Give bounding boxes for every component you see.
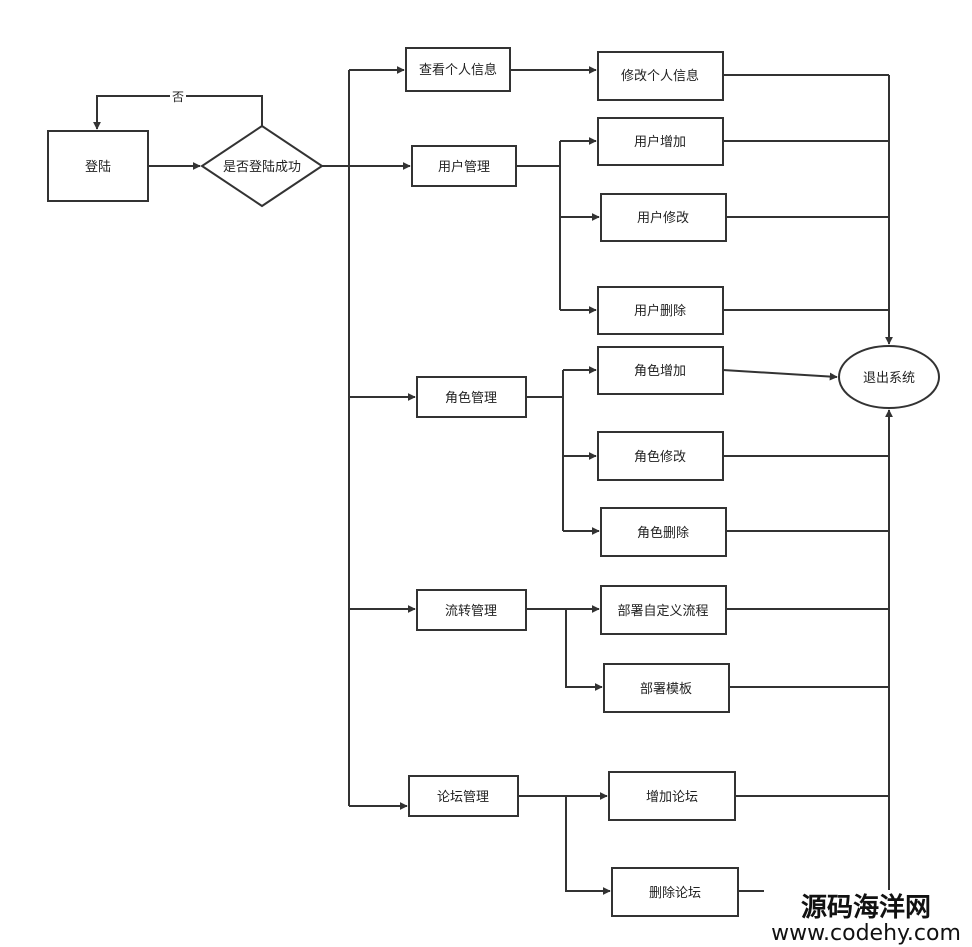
node-forum-mgmt[interactable] bbox=[408, 775, 519, 817]
label-forum-add: 增加论坛 bbox=[646, 790, 698, 805]
node-flow-deploy-custom[interactable] bbox=[600, 585, 727, 635]
watermark-bg bbox=[764, 890, 972, 947]
label-role-mgmt: 角色管理 bbox=[445, 390, 497, 406]
node-role-add[interactable] bbox=[597, 346, 724, 395]
edges bbox=[93, 66, 893, 895]
edge-to-flow-template bbox=[565, 609, 603, 691]
node-exit[interactable] bbox=[838, 345, 940, 409]
label-user-del: 用户删除 bbox=[634, 303, 686, 319]
node-forum-del[interactable] bbox=[611, 867, 739, 917]
node-user-add[interactable] bbox=[597, 117, 724, 166]
node-user-edit[interactable] bbox=[600, 193, 727, 242]
node-flow-mgmt[interactable] bbox=[416, 589, 527, 631]
label-flow-mgmt: 流转管理 bbox=[445, 604, 497, 619]
label-edit-info: 修改个人信息 bbox=[621, 68, 699, 84]
label-user-edit: 用户修改 bbox=[637, 210, 689, 226]
edge-to-forum-del bbox=[565, 796, 611, 895]
label-flow-deploy-custom: 部署自定义流程 bbox=[617, 604, 708, 619]
node-labels: 登陆 是否登陆成功 查看个人信息 修改个人信息 用户管理 用户增加 用户修改 用… bbox=[85, 62, 915, 901]
label-flow-deploy-template: 部署模板 bbox=[640, 682, 692, 697]
watermark-url: www.codehy.com bbox=[771, 921, 961, 946]
edge-label-no: 否 bbox=[172, 90, 184, 104]
label-view-info: 查看个人信息 bbox=[419, 62, 497, 78]
node-user-mgmt[interactable] bbox=[411, 145, 517, 187]
label-forum-del: 删除论坛 bbox=[649, 886, 701, 901]
node-forum-add[interactable] bbox=[608, 771, 736, 821]
node-role-edit[interactable] bbox=[597, 431, 724, 481]
nodes bbox=[47, 47, 940, 917]
edge-role-add-to-exit bbox=[722, 369, 838, 381]
label-decision: 是否登陆成功 bbox=[223, 159, 301, 175]
label-role-edit: 角色修改 bbox=[634, 449, 686, 465]
label-forum-mgmt: 论坛管理 bbox=[437, 790, 489, 805]
node-role-mgmt[interactable] bbox=[416, 376, 527, 418]
label-login: 登陆 bbox=[85, 159, 111, 175]
watermark-name: 源码海洋网 bbox=[801, 892, 931, 923]
label-role-del: 角色删除 bbox=[637, 525, 689, 541]
watermark: 源码海洋网 www.codehy.com bbox=[764, 890, 972, 947]
node-decision[interactable] bbox=[200, 124, 324, 208]
label-exit: 退出系统 bbox=[863, 371, 915, 386]
label-user-add: 用户增加 bbox=[634, 134, 686, 150]
node-login[interactable] bbox=[47, 130, 149, 202]
label-role-add: 角色增加 bbox=[634, 363, 686, 379]
node-flow-deploy-template[interactable] bbox=[603, 663, 730, 713]
label-user-mgmt: 用户管理 bbox=[438, 159, 490, 175]
node-edit-info[interactable] bbox=[597, 51, 724, 101]
node-view-info[interactable] bbox=[405, 47, 511, 92]
node-user-del[interactable] bbox=[597, 286, 724, 335]
edge-label-no-bg bbox=[170, 88, 186, 104]
node-role-del[interactable] bbox=[600, 507, 727, 557]
